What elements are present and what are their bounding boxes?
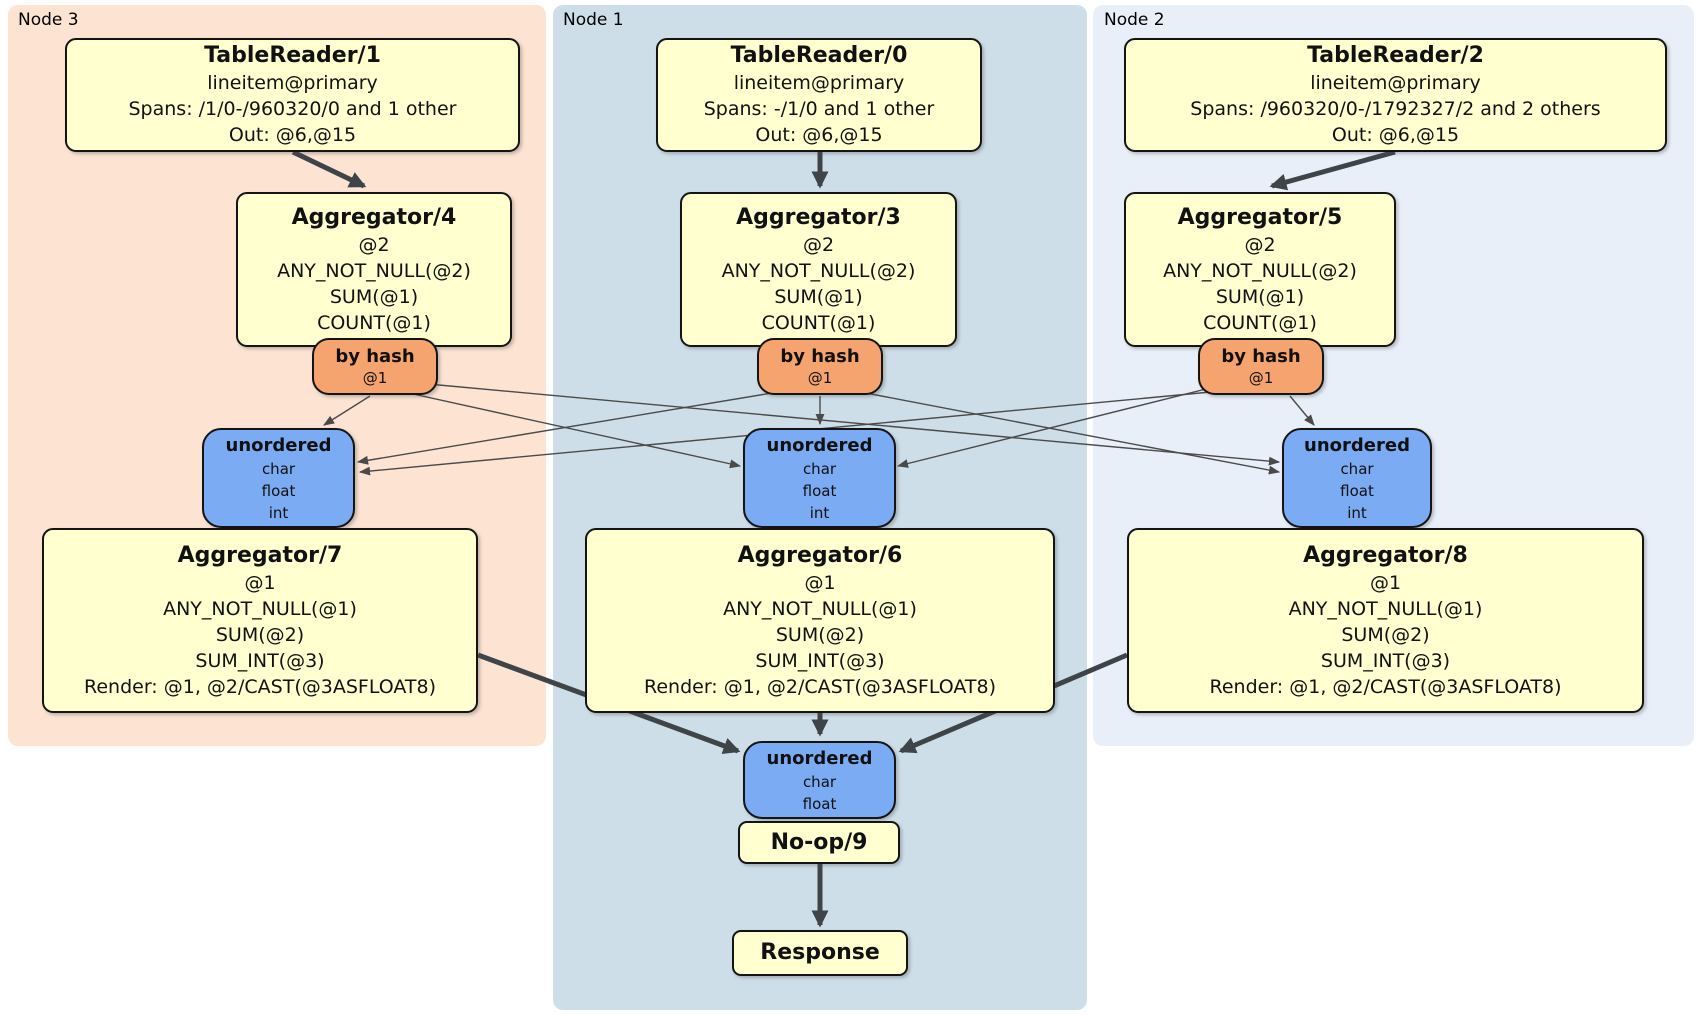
aggregator-7-group: @1 xyxy=(244,571,276,594)
aggregator-3-box: Aggregator/3 @2 ANY_NOT_NULL(@2) SUM(@1)… xyxy=(680,192,957,347)
aggregator-3-fn2: SUM(@1) xyxy=(774,285,863,308)
aggregator-6-fn3: SUM_INT(@3) xyxy=(755,649,885,672)
stream-type: float xyxy=(261,481,296,500)
tablereader-2-title: TableReader/2 xyxy=(1307,43,1484,68)
aggregator-6-render: Render: @1, @2/CAST(@3ASFLOAT8) xyxy=(644,675,996,698)
aggregator-6-title: Aggregator/6 xyxy=(737,542,903,568)
aggregator-5-box: Aggregator/5 @2 ANY_NOT_NULL(@2) SUM(@1)… xyxy=(1124,192,1396,347)
response-title: Response xyxy=(760,940,880,965)
tablereader-2-box: TableReader/2 lineitem@primary Spans: /9… xyxy=(1124,38,1667,152)
aggregator-6-fn2: SUM(@2) xyxy=(775,623,865,646)
aggregator-7-title: Aggregator/7 xyxy=(177,542,343,568)
stream-type: int xyxy=(268,503,289,522)
aggregator-5-group: @2 xyxy=(1244,233,1276,256)
stream-type: char xyxy=(802,772,837,791)
noop-9-box: No-op/9 xyxy=(738,821,900,864)
tablereader-2-out: Out: @6,@15 xyxy=(1331,124,1460,146)
aggregator-4-box: Aggregator/4 @2 ANY_NOT_NULL(@2) SUM(@1)… xyxy=(236,192,512,347)
aggregator-4-title: Aggregator/4 xyxy=(291,204,457,230)
aggregator-7-fn3: SUM_INT(@3) xyxy=(195,649,325,672)
aggregator-8-group: @1 xyxy=(1369,571,1402,594)
unordered-stream-node2: unordered char float int xyxy=(1282,428,1432,528)
aggregator-4-fn2: SUM(@1) xyxy=(329,285,419,308)
edge-hash2-unord2 xyxy=(1289,395,1315,426)
aggregator-7-fn1: ANY_NOT_NULL(@1) xyxy=(163,597,357,620)
stream-type: char xyxy=(261,459,296,478)
hash-router-node2-key: @1 xyxy=(1248,369,1274,387)
aggregator-3-fn3: COUNT(@1) xyxy=(761,311,876,334)
aggregator-7-fn2: SUM(@2) xyxy=(215,623,305,646)
unordered-stream-node1: unordered char float int xyxy=(743,428,896,528)
hash-router-node3-key: @1 xyxy=(362,369,388,387)
tablereader-0-box: TableReader/0 lineitem@primary Spans: -/… xyxy=(656,38,982,152)
stream-type: float xyxy=(802,794,837,813)
tablereader-2-spans: Spans: /960320/0-/1792327/2 and 2 others xyxy=(1190,98,1601,120)
hash-router-node1-key: @1 xyxy=(807,369,833,387)
edge-hash3-unord1 xyxy=(403,391,742,469)
aggregator-3-group: @2 xyxy=(802,233,835,256)
aggregator-8-box: Aggregator/8 @1 ANY_NOT_NULL(@1) SUM(@2)… xyxy=(1127,528,1644,713)
aggregator-6-fn1: ANY_NOT_NULL(@1) xyxy=(723,597,917,620)
tablereader-0-spans: Spans: -/1/0 and 1 other xyxy=(703,98,935,120)
hash-router-node2-title: by hash xyxy=(1221,346,1301,367)
tablereader-0-index: lineitem@primary xyxy=(733,72,905,94)
aggregator-4-group: @2 xyxy=(358,233,390,256)
response-box: Response xyxy=(732,930,908,976)
final-unordered-stream: unordered char float xyxy=(743,741,896,819)
aggregator-8-fn2: SUM(@2) xyxy=(1341,623,1430,646)
edge-hash1-unord2 xyxy=(849,389,1281,475)
aggregator-8-fn3: SUM_INT(@3) xyxy=(1320,649,1451,672)
edge-tr1-agg4 xyxy=(291,149,367,189)
aggregator-6-group: @1 xyxy=(804,571,836,594)
stream-type: char xyxy=(1340,459,1374,478)
node-2-label: Node 2 xyxy=(1104,10,1165,30)
hash-router-node2: by hash @1 xyxy=(1198,338,1324,395)
stream-type: int xyxy=(809,503,830,522)
tablereader-1-box: TableReader/1 lineitem@primary Spans: /1… xyxy=(65,38,520,152)
unordered-stream-node3: unordered char float int xyxy=(202,428,355,528)
tablereader-0-title: TableReader/0 xyxy=(730,43,908,68)
final-unordered-stream-title: unordered xyxy=(766,747,873,769)
unordered-stream-node1-title: unordered xyxy=(766,434,873,456)
tablereader-1-out: Out: @6,@15 xyxy=(228,124,357,146)
edge-hash1-unord3 xyxy=(356,389,791,465)
aggregator-4-fn1: ANY_NOT_NULL(@2) xyxy=(277,259,471,282)
unordered-stream-node3-title: unordered xyxy=(225,434,332,456)
stream-type: float xyxy=(1340,481,1374,500)
stream-type: float xyxy=(802,481,837,500)
tablereader-1-title: TableReader/1 xyxy=(204,43,381,68)
aggregator-7-render: Render: @1, @2/CAST(@3ASFLOAT8) xyxy=(84,675,436,698)
stream-type: char xyxy=(802,459,837,478)
edge-hash3-unord3 xyxy=(323,395,371,426)
aggregator-4-fn3: COUNT(@1) xyxy=(317,311,431,334)
aggregator-3-title: Aggregator/3 xyxy=(736,204,901,230)
edge-tr2-agg5 xyxy=(1269,149,1396,191)
edge-hash3-unord2 xyxy=(427,383,1281,466)
hash-router-node3: by hash @1 xyxy=(312,338,438,395)
aggregator-5-fn1: ANY_NOT_NULL(@2) xyxy=(1163,259,1357,282)
aggregator-8-render: Render: @1, @2/CAST(@3ASFLOAT8) xyxy=(1209,675,1562,698)
edge-hash2-unord1 xyxy=(896,385,1219,468)
aggregator-3-fn1: ANY_NOT_NULL(@2) xyxy=(721,259,916,282)
tablereader-1-spans: Spans: /1/0-/960320/0 and 1 other xyxy=(128,98,457,120)
unordered-stream-node2-title: unordered xyxy=(1304,434,1410,456)
aggregator-8-title: Aggregator/8 xyxy=(1303,542,1468,568)
node-1-label: Node 1 xyxy=(563,10,624,30)
stream-type: int xyxy=(1347,503,1367,522)
hash-router-node1-title: by hash xyxy=(780,346,860,367)
hash-router-node1: by hash @1 xyxy=(757,338,883,395)
tablereader-1-index: lineitem@primary xyxy=(207,72,378,94)
aggregator-8-fn1: ANY_NOT_NULL(@1) xyxy=(1288,597,1483,620)
aggregator-5-fn2: SUM(@1) xyxy=(1215,285,1305,308)
tablereader-2-index: lineitem@primary xyxy=(1310,72,1481,94)
aggregator-7-box: Aggregator/7 @1 ANY_NOT_NULL(@1) SUM(@2)… xyxy=(42,528,478,713)
node-3-label: Node 3 xyxy=(18,10,79,30)
noop-9-title: No-op/9 xyxy=(770,829,868,855)
aggregator-6-box: Aggregator/6 @1 ANY_NOT_NULL(@1) SUM(@2)… xyxy=(585,528,1055,713)
aggregator-5-title: Aggregator/5 xyxy=(1177,204,1343,230)
aggregator-5-fn3: COUNT(@1) xyxy=(1203,311,1317,334)
hash-router-node3-title: by hash xyxy=(335,346,415,367)
tablereader-0-out: Out: @6,@15 xyxy=(755,124,883,146)
